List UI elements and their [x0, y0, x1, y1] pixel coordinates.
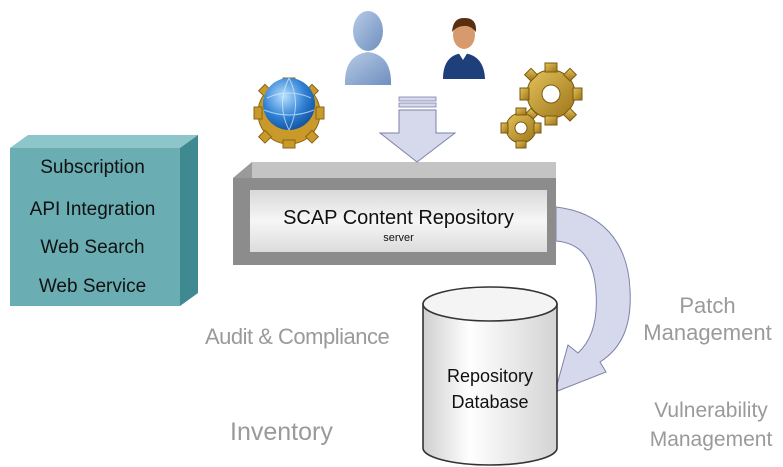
audit-compliance-label: Audit & Compliance	[205, 324, 390, 349]
service-item-api-integration: API Integration	[29, 199, 156, 220]
service-box	[10, 135, 198, 306]
service-box-side	[180, 135, 198, 306]
repository-bar	[233, 162, 556, 265]
vulnerability-label-line1: Vulnerability	[654, 399, 768, 422]
patch-label-line1: Patch	[679, 293, 736, 318]
repository-subtitle: server	[383, 232, 414, 244]
down-arrow-icon	[378, 96, 457, 163]
service-item-subscription: Subscription	[40, 157, 145, 178]
database-label-line1: Repository	[446, 366, 534, 386]
inventory-label: Inventory	[230, 418, 333, 446]
globe-gear-icon	[253, 77, 325, 149]
repository-bar-face	[250, 190, 547, 252]
person-silhouette-icon	[344, 11, 392, 85]
service-item-web-service: Web Service	[38, 276, 147, 297]
person-avatar-icon	[443, 17, 485, 79]
database-cylinder	[422, 286, 558, 466]
vulnerability-label-line2: Management	[649, 428, 773, 451]
service-box-top	[10, 135, 198, 148]
patch-label-line2: Management	[643, 320, 772, 345]
database-label-line2: Database	[451, 392, 529, 412]
service-box-front	[10, 148, 180, 306]
gears-icon	[500, 62, 583, 149]
curved-arrow-icon	[554, 206, 631, 393]
service-item-web-search: Web Search	[40, 237, 145, 258]
repository-title: SCAP Content Repository	[283, 207, 514, 229]
